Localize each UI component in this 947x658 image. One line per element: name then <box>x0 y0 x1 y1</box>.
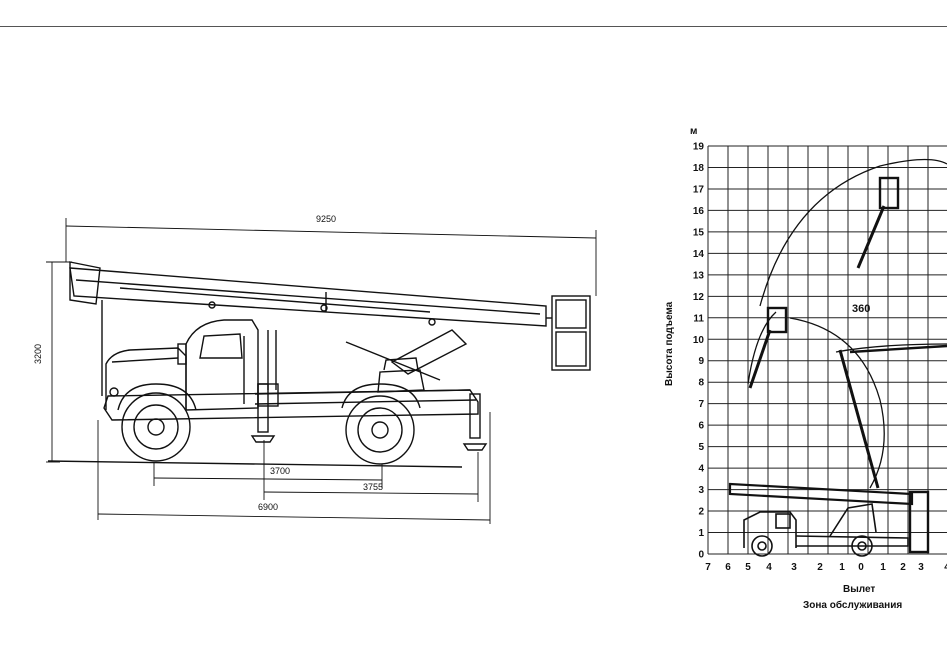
lift-cylinder <box>345 341 441 381</box>
basket-low <box>908 490 930 554</box>
rear-wheel <box>341 383 421 465</box>
chart-baskets <box>748 176 947 554</box>
x-tick-label: 4 <box>944 562 947 573</box>
chassis-top-line <box>254 389 471 395</box>
outrigger-front <box>250 383 276 443</box>
dim-chassis-length-label: 6900 <box>258 502 278 512</box>
y-tick-label: 8 <box>698 378 704 389</box>
y-tick-label: 1 <box>698 528 704 539</box>
x-tick-label: 0 <box>858 562 864 573</box>
x-tick-label: 6 <box>725 562 731 573</box>
ground-line <box>47 460 463 468</box>
y-tick-label: 5 <box>698 442 704 453</box>
outrigger-rear <box>462 393 488 451</box>
truck-side-view <box>47 261 591 468</box>
truck-dimensions <box>46 218 597 524</box>
left-envelope-curve <box>747 311 777 385</box>
turntable-cap <box>383 357 419 371</box>
rotation-label: 360 <box>852 303 870 315</box>
y-tick-label: 6 <box>698 421 704 432</box>
dim-line-chassis-length <box>97 513 491 521</box>
headlight-icon <box>109 387 119 397</box>
y-tick-label: 2 <box>698 507 704 518</box>
max-reach-curve <box>759 158 947 307</box>
hood-line <box>111 357 179 363</box>
y-tick-label: 14 <box>693 249 705 260</box>
chart-mini-truck <box>728 482 914 557</box>
x-tick-label: 1 <box>880 562 886 573</box>
y-tick-label: 16 <box>693 206 705 217</box>
dim-outrigger-base-label: 3755 <box>363 482 383 492</box>
x-tick-label: 5 <box>745 562 751 573</box>
y-tick-label: 17 <box>693 184 705 195</box>
main-boom <box>69 261 547 327</box>
cab-window <box>199 333 243 359</box>
y-axis-title: Высота подъема <box>664 301 675 386</box>
dim-line-outrigger-base <box>263 491 479 495</box>
x-tick-labels: 7 6 5 4 3 2 1 0 1 2 3 4 <box>705 562 947 573</box>
y-tick-label: 7 <box>698 399 704 410</box>
y-tick-label: 18 <box>693 163 705 174</box>
basket-left <box>766 306 788 334</box>
y-tick-label: 9 <box>698 356 704 367</box>
x-tick-label: 3 <box>791 562 797 573</box>
y-tick-label: 0 <box>698 550 704 561</box>
truck-cab <box>185 319 259 411</box>
y-tick-label: 15 <box>693 227 705 238</box>
y-tick-label: 12 <box>693 292 705 303</box>
x-tick-label: 1 <box>839 562 845 573</box>
y-tick-label: 3 <box>698 485 704 496</box>
chassis-mid-line <box>254 399 477 405</box>
dim-height-label: 3200 <box>33 344 43 364</box>
x-tick-label: 4 <box>766 562 772 573</box>
reach-envelope <box>747 158 947 489</box>
page-top-rule <box>0 26 947 27</box>
horizontal-reach-line <box>835 343 947 353</box>
dim-line-wheelbase <box>153 477 383 481</box>
inner-envelope-curve <box>789 317 885 489</box>
chart-caption: Зона обслуживания <box>803 599 902 611</box>
chassis-frame <box>103 389 479 421</box>
work-platform-basket <box>546 295 591 371</box>
side-mirror-icon <box>177 343 187 365</box>
y-tick-label: 19 <box>693 142 705 153</box>
front-wheel <box>117 383 197 462</box>
x-tick-label: 2 <box>817 562 823 573</box>
dim-line-overall-length <box>65 225 597 239</box>
x-axis-title: Вылет <box>843 584 875 595</box>
basket-top <box>878 176 900 210</box>
y-tick-label: 13 <box>693 270 705 281</box>
lower-boom <box>390 329 468 375</box>
turntable <box>377 369 425 393</box>
dim-wheelbase-label: 3700 <box>270 466 290 476</box>
boom-mid-reach <box>838 349 880 489</box>
dim-overall-length-label: 9250 <box>316 214 336 224</box>
x-tick-label: 2 <box>900 562 906 573</box>
y-tick-label: 11 <box>693 313 704 324</box>
y-tick-label: 10 <box>693 335 705 346</box>
x-tick-label: 7 <box>705 562 711 573</box>
truck-hood <box>105 347 187 410</box>
y-tick-label: 4 <box>698 464 704 475</box>
y-unit-label: м <box>690 126 697 137</box>
x-tick-label: 3 <box>918 562 924 573</box>
